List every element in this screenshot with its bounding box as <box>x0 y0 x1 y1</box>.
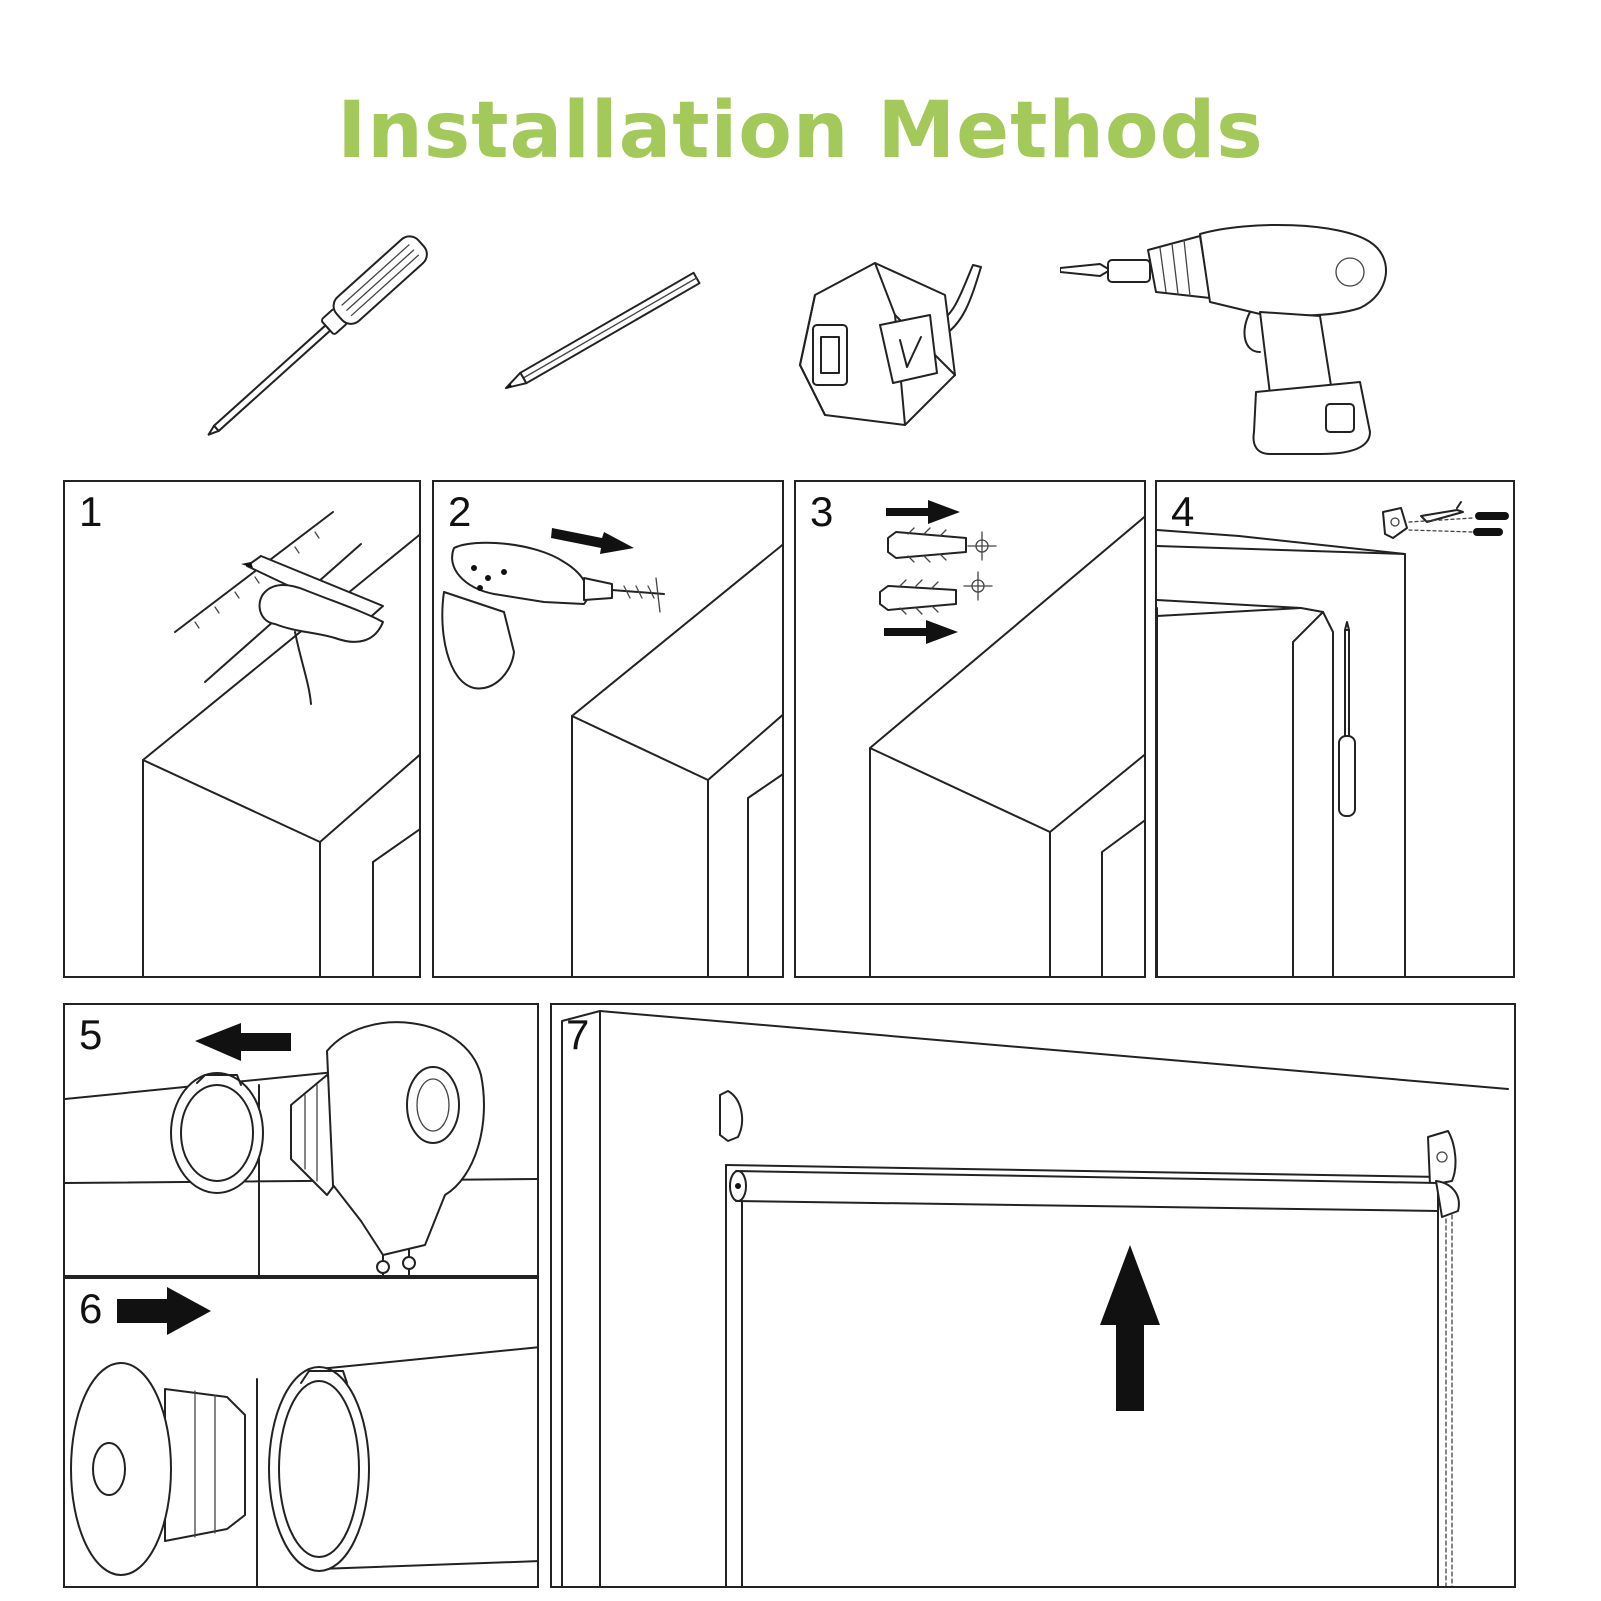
step-6-number: 6 <box>79 1285 103 1332</box>
step-7-panel: 7 <box>550 1003 1516 1588</box>
window-frame-illustration <box>869 500 1144 976</box>
control-mechanism-icon <box>290 1021 485 1275</box>
step-6-panel: 6 <box>63 1277 539 1588</box>
roller-tube-illustration <box>65 1021 537 1275</box>
direction-arrow-up-icon <box>1100 1245 1160 1411</box>
wall-plug-icon <box>879 571 993 615</box>
tape-measure-icon <box>799 262 982 426</box>
blind-install-illustration <box>561 1010 1509 1586</box>
step-5-panel: 5 <box>63 1003 539 1277</box>
step-4-number: 4 <box>1171 488 1195 535</box>
direction-arrow-right-icon <box>551 528 634 554</box>
window-frame-illustration <box>1157 501 1509 976</box>
end-cap-icon <box>70 1362 246 1576</box>
step-2-panel: 2 <box>432 480 784 978</box>
step-1-panel: 1 <box>63 480 421 978</box>
bracket-left-icon <box>719 1090 744 1142</box>
step-5-number: 5 <box>79 1011 103 1058</box>
hand-drill-icon <box>441 541 665 690</box>
step-7-number: 7 <box>566 1011 590 1058</box>
hand-with-pencil-icon <box>241 555 384 705</box>
step-1-number: 1 <box>79 488 103 535</box>
direction-arrow-right-icon <box>884 620 958 644</box>
direction-arrow-right-icon <box>886 500 960 524</box>
page-title: Installation Methods <box>337 86 1264 176</box>
screwdriver-icon <box>207 235 428 436</box>
roller-blind-icon <box>729 1170 1460 1586</box>
step-3-panel: 3 <box>794 480 1146 978</box>
roller-tube-illustration <box>70 1287 537 1586</box>
pencil-icon <box>505 271 701 389</box>
wall-plug-icon <box>887 527 997 563</box>
direction-arrow-right-icon <box>117 1287 211 1335</box>
window-frame-illustration <box>142 511 419 976</box>
power-drill-icon <box>1060 223 1387 455</box>
step-2-number: 2 <box>448 488 472 535</box>
step-3-number: 3 <box>810 488 834 535</box>
step-4-panel: 4 <box>1155 480 1515 978</box>
bracket-right-icon <box>1427 1130 1457 1186</box>
window-frame-illustration <box>441 528 782 976</box>
direction-arrow-left-icon <box>195 1023 291 1061</box>
bracket-and-screws-icon <box>1382 501 1509 539</box>
screwdriver-icon <box>1338 621 1356 817</box>
